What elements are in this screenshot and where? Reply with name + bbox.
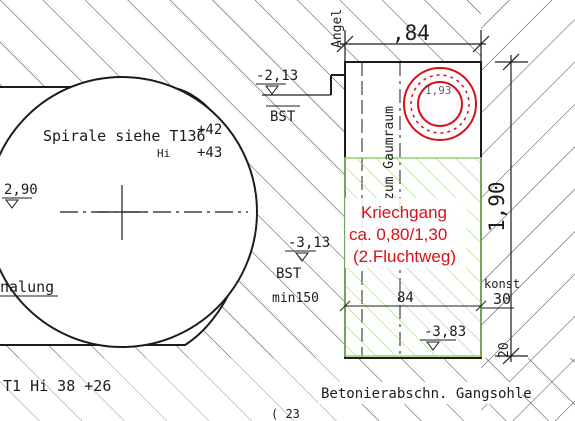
dimension-top: [336, 30, 490, 62]
spirale-plus2: +43: [197, 145, 222, 161]
svg-text:Kriechgang: Kriechgang: [361, 203, 447, 222]
angel-label: Angel: [330, 9, 345, 48]
svg-text:ca. 0,80/1,30: ca. 0,80/1,30: [349, 225, 447, 244]
svg-text:-2,13: -2,13: [256, 68, 298, 84]
bottom-cut-label: ( 23: [271, 407, 300, 421]
schalung-label: nalung: [0, 278, 54, 296]
dimension-inner-label: 84: [397, 290, 414, 306]
dimension-top-label: ,84: [392, 21, 430, 45]
svg-text:-3,13: -3,13: [288, 235, 330, 251]
center-cross: [60, 185, 248, 240]
dimension-right: [495, 53, 528, 365]
konst-value: 30: [493, 290, 511, 308]
spirale-label: Spirale siehe T136: [43, 127, 206, 145]
level-marker-mid: -3,13: [285, 235, 330, 262]
zum-label: zum Gaumraum: [382, 106, 397, 200]
spirale-hi: Hi: [157, 147, 170, 160]
konst-label: konst: [484, 277, 520, 291]
dimension-right-label: 1,90: [485, 181, 509, 232]
dimension-inner: [339, 300, 487, 312]
svg-text:2,90: 2,90: [4, 182, 38, 198]
bottom-small-dim: 20: [497, 342, 512, 358]
bst-label-mid: BST: [276, 266, 302, 282]
spirale-plus1: +42: [197, 122, 222, 138]
svg-text:(2.Fluchtweg): (2.Fluchtweg): [353, 247, 456, 266]
svg-text:-3,83: -3,83: [424, 324, 466, 340]
bst-label-top: BST: [270, 109, 296, 125]
level-marker-bottom: -3,83: [420, 324, 466, 351]
pipe-level-label: 1,93: [425, 84, 452, 97]
level-marker-left: 2,90: [2, 182, 38, 209]
level-marker-top: -2,13: [256, 68, 298, 95]
concrete-hatching-left: [0, 0, 345, 358]
pipe-section: [403, 67, 477, 141]
betonier-label: Betonierabschn. Gangsohle: [321, 386, 532, 402]
min150-label: min150: [272, 291, 319, 306]
kriechgang-label: Kriechgang ca. 0,80/1,30 (2.Fluchtweg): [345, 198, 467, 268]
t1hi-label: T1 Hi 38 +26: [3, 377, 111, 395]
